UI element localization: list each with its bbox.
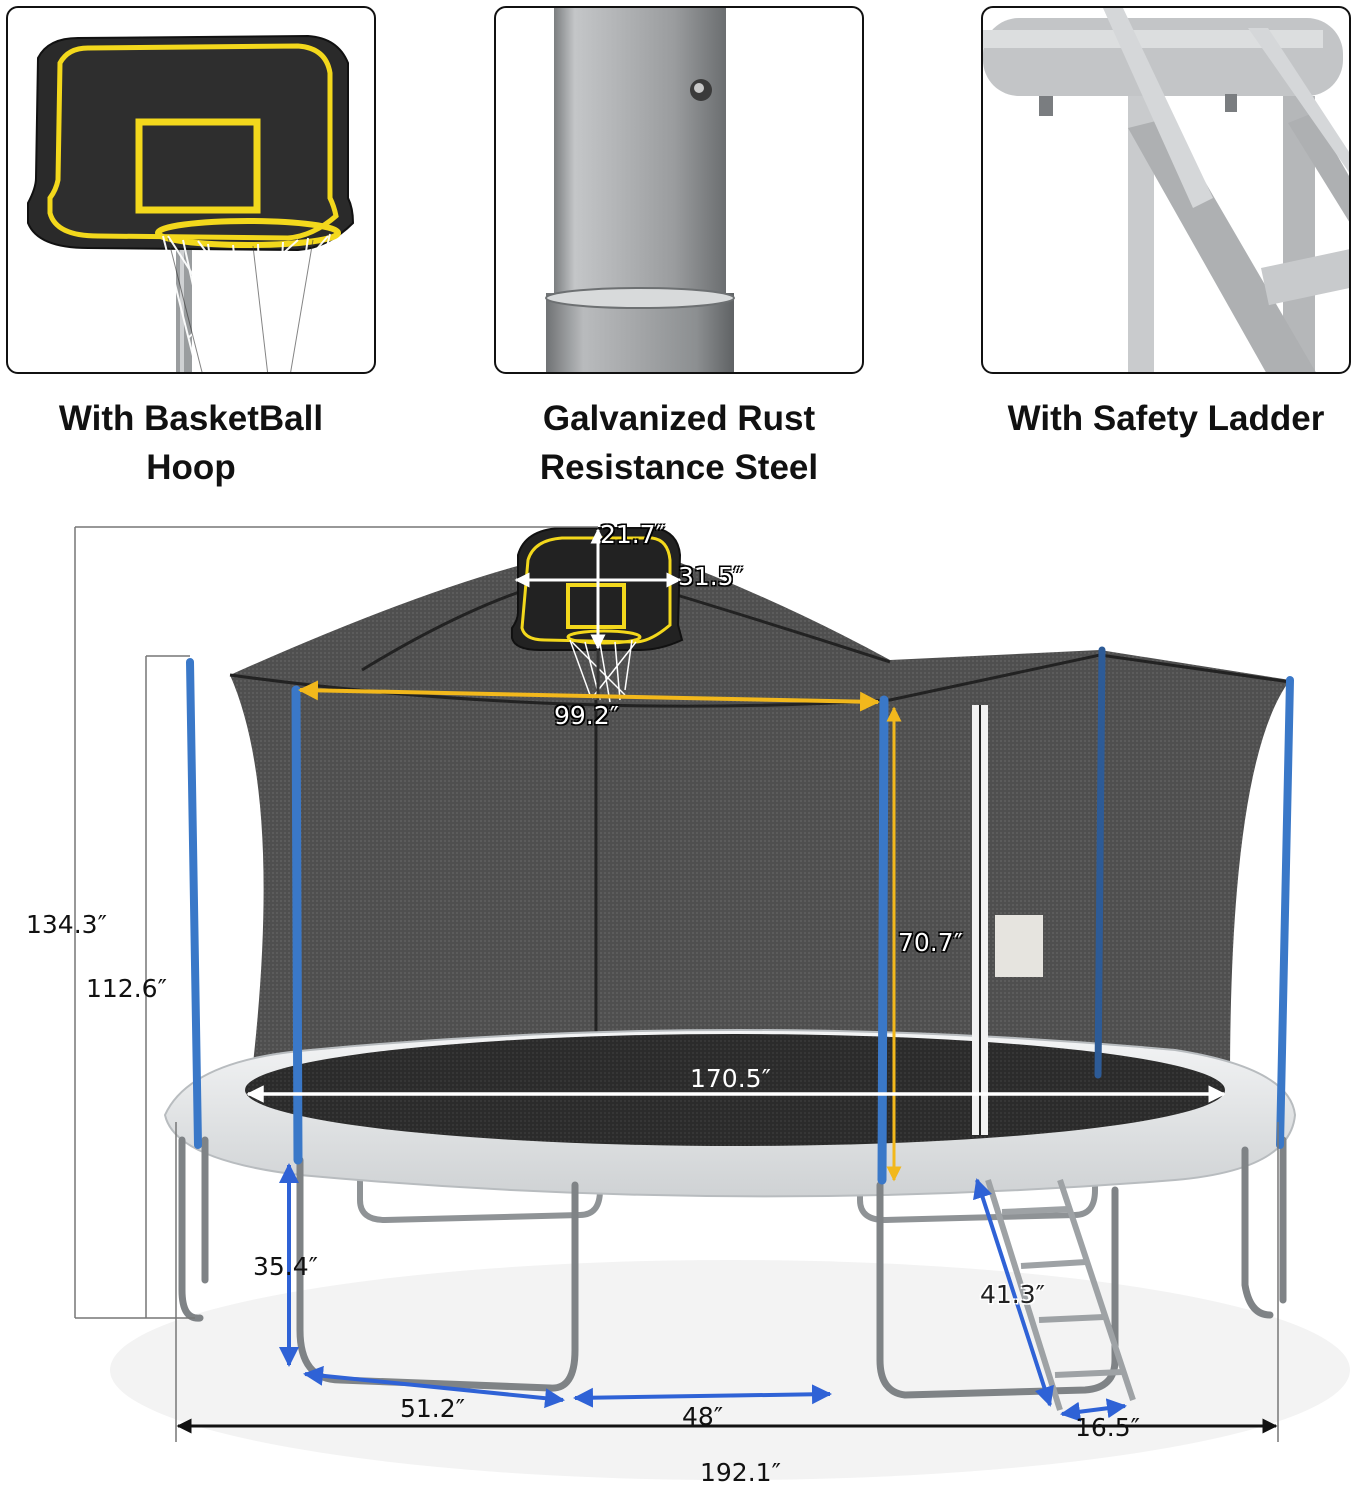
caption-basketball-hoop: With BasketBall Hoop bbox=[6, 394, 376, 492]
caption-line: Galvanized Rust bbox=[542, 399, 816, 438]
dim-ladder-width: 16.5″ bbox=[1075, 1413, 1141, 1442]
caption-line: With Safety Ladder bbox=[1007, 399, 1325, 438]
dim-backboard-width: 31.5″ bbox=[678, 562, 744, 591]
dim-frame-height: 35.4″ bbox=[253, 1252, 319, 1281]
feature-panel-safety-ladder bbox=[981, 6, 1351, 374]
dim-leg-width: 51.2″ bbox=[400, 1394, 466, 1423]
feature-panel-basketball-hoop bbox=[6, 6, 376, 374]
caption-galvanized-steel: Galvanized Rust Resistance Steel bbox=[494, 394, 864, 492]
steel-pole-illustration bbox=[545, 8, 735, 372]
dim-jump-mat-diameter: 170.5″ bbox=[690, 1064, 771, 1093]
dim-overall-diameter: 192.1″ bbox=[700, 1458, 781, 1487]
caption-line: With BasketBall bbox=[58, 399, 324, 438]
dim-net-height: 70.7″ bbox=[898, 928, 964, 957]
caption-safety-ladder: With Safety Ladder bbox=[981, 394, 1351, 443]
dim-ladder-length: 41.3″ bbox=[980, 1280, 1046, 1309]
dim-leg-spacing: 48″ bbox=[682, 1402, 724, 1431]
dim-net-pole-height: 112.6″ bbox=[86, 974, 167, 1003]
ladder-frame-illustration bbox=[983, 8, 1349, 372]
caption-line: Hoop bbox=[146, 448, 236, 487]
caption-line: Resistance Steel bbox=[539, 448, 819, 487]
dim-total-height: 134.3″ bbox=[26, 910, 107, 939]
feature-panel-galvanized-steel bbox=[494, 6, 864, 374]
dim-enclosure-top-width: 99.2″ bbox=[554, 701, 620, 730]
basketball-hoop-illustration bbox=[27, 34, 355, 372]
dim-backboard-height: 21.7″ bbox=[600, 520, 666, 549]
